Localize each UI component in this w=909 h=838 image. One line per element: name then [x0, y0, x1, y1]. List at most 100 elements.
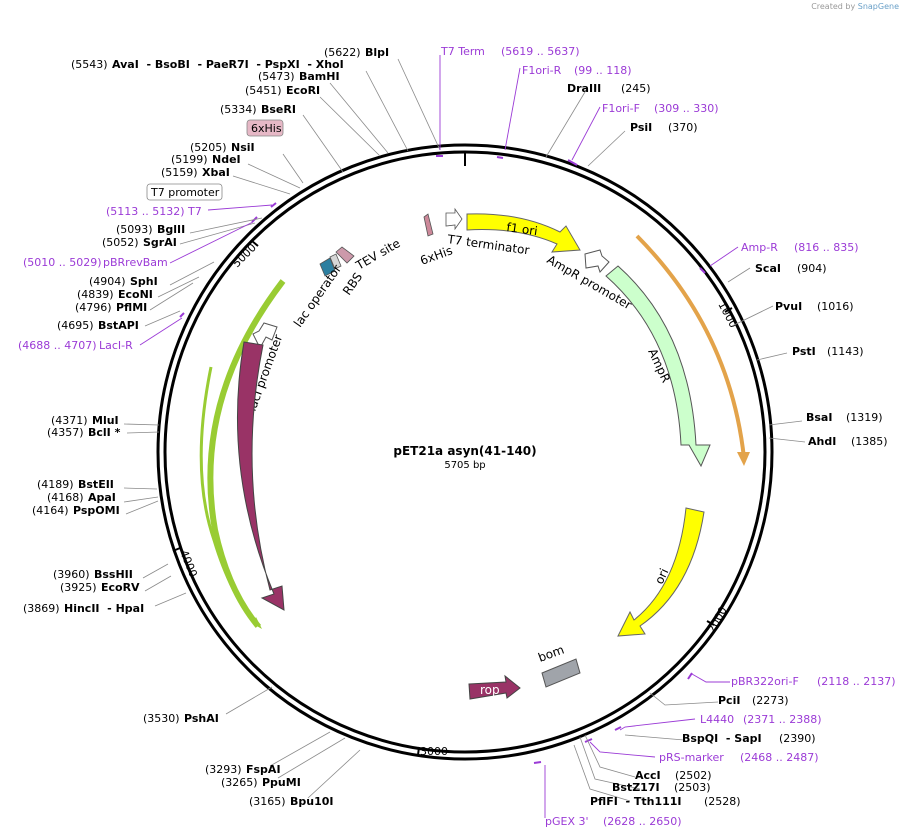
enzyme-pos-bstz17i: (2503): [674, 781, 711, 794]
enzyme-pos-ppumi: (3265): [221, 776, 258, 789]
rbs-box: [329, 253, 342, 270]
enzyme-pos-pflmi: (4796): [75, 301, 112, 314]
enzyme-pos-sapi: (2390): [779, 732, 816, 745]
primer-labels: T7 Term (5619 .. 5637) F1ori-R (99 .. 11…: [18, 45, 896, 828]
enzyme-name-hpai: HincII - HpaI: [64, 602, 144, 615]
enzyme-pos-blpi: (5622): [324, 46, 361, 59]
primer-range-l4440: (2371 .. 2388): [743, 713, 822, 726]
laci-promoter-arrow: [252, 322, 278, 350]
laci-inner-arc: [199, 366, 262, 628]
enzyme-name-bsteii: BstEII: [78, 478, 114, 491]
enzyme-name-bstz17i: BstZ17I: [612, 781, 660, 794]
amp-r-primer-arc-head: [737, 452, 750, 466]
rbs-label: RBS: [340, 270, 365, 298]
enzyme-name-acci: AccI: [635, 769, 661, 782]
enzyme-pos-apai: (4168): [47, 491, 84, 504]
primer-name-f1ori-r: F1ori-R: [522, 64, 562, 77]
primer-name-t7-term: T7 Term: [440, 45, 485, 58]
primer-name-pgex-3: pGEX 3': [545, 815, 589, 828]
enzyme-name-pcii: PciI: [718, 694, 740, 707]
enzyme-name-apai: ApaI: [88, 491, 116, 504]
enzyme-pos-bpu10i: (3165): [249, 795, 286, 808]
leader-lines: [123, 58, 806, 802]
plasmid-name: pET21a asyn(41-140): [393, 444, 536, 458]
primer-name-f1ori-f: F1ori-F: [602, 102, 640, 115]
enzyme-pos-xbai: (5159): [161, 166, 198, 179]
enzyme-name-xhoi: AvaI - BsoBI - PaeR7I - PspXI - XhoI: [112, 58, 344, 71]
tick-label-1000: 1000: [715, 299, 740, 330]
enzyme-name-nsii: NsiI: [231, 141, 255, 154]
boxed-labels: 6xHis T7 promoter: [146, 119, 284, 201]
enzyme-pos-psti: (1143): [827, 345, 864, 358]
enzyme-pos-bseri: (5334): [220, 103, 257, 116]
enzyme-labels-right: DraIII (245) PsiI (370) ScaI (904) PvuI …: [567, 82, 888, 808]
primer-range-laci-r: (4688 .. 4707): [18, 339, 97, 352]
enzyme-pos-hpai: (3869): [23, 602, 60, 615]
enzyme-name-bseri: BseRI: [261, 103, 296, 116]
primer-range-f1ori-f: (309 .. 330): [654, 102, 719, 115]
enzyme-name-xbai: XbaI: [202, 166, 230, 179]
enzyme-name-ecori: EcoRI: [286, 84, 320, 97]
enzyme-pos-tth111i: (2528): [704, 795, 741, 808]
ampr-arrow: [605, 265, 711, 468]
enzyme-pos-bsshii: (3960): [53, 568, 90, 581]
primer-name-prs-marker: pRS-marker: [659, 751, 724, 764]
laci-arrow: [236, 341, 285, 611]
enzyme-pos-econi: (4839): [77, 288, 114, 301]
t7-terminator-label: T7 terminator: [446, 232, 531, 258]
ori-arrow: [617, 507, 705, 637]
primer-name-amp-r: Amp-R: [741, 241, 778, 254]
enzyme-pos-pvui: (1016): [817, 300, 854, 313]
primer-range-amp-r: (816 .. 835): [794, 241, 859, 254]
enzyme-pos-bcli: (4357): [47, 426, 84, 439]
enzyme-labels-left: (5622) BlpI (5543) AvaI - BsoBI - PaeR7I…: [23, 46, 389, 808]
primer-name-laci-r: LacI-R: [99, 339, 133, 352]
primer-name-pbr322ori-f: pBR322ori-F: [731, 675, 799, 688]
enzyme-name-scai: ScaI: [755, 262, 781, 275]
enzyme-name-bsai: BsaI: [806, 411, 832, 424]
enzyme-pos-pcii: (2273): [752, 694, 789, 707]
backbone: [156, 143, 774, 761]
tick-label-3000: 3000: [420, 745, 448, 758]
enzyme-name-fspai: FspAI: [246, 763, 281, 776]
enzyme-name-ndei: NdeI: [212, 153, 241, 166]
enzyme-name-psii: PsiI: [630, 121, 652, 134]
enzyme-name-pspomi: PspOMI: [73, 504, 120, 517]
enzyme-pos-xhoi: (5543): [71, 58, 108, 71]
enzyme-pos-scai: (904): [797, 262, 827, 275]
primer-range-prs-marker: (2468 .. 2487): [740, 751, 819, 764]
t7-promoter-label: T7 promoter: [150, 186, 220, 199]
enzyme-pos-fspai: (3293): [205, 763, 242, 776]
enzyme-pos-sgrai: (5052): [102, 236, 139, 249]
primer-range-f1ori-r: (99 .. 118): [574, 64, 632, 77]
brand-watermark: Created by SnapGene: [811, 2, 899, 11]
primer-range-t7: (5113 .. 5132): [106, 205, 185, 218]
enzyme-name-ahdi: AhdI: [808, 435, 836, 448]
tev-site-label: TEV site: [353, 236, 403, 273]
his6-box: [423, 213, 434, 237]
primer-leaders: [139, 55, 739, 818]
t7-promoter-box: [146, 183, 223, 201]
enzyme-pos-nsii: (5205): [190, 141, 227, 154]
lac-operator-box: [319, 257, 336, 277]
his-tag-box: [246, 119, 284, 137]
enzyme-name-ppumi: PpuMI: [262, 776, 301, 789]
laci-label: lacI: [221, 465, 235, 486]
primer-name-l4440: L4440: [700, 713, 734, 726]
enzyme-pos-psii: (370): [668, 121, 698, 134]
enzyme-name-econi: EcoNI: [118, 288, 153, 301]
enzyme-name-sapi: BspQI - SapI: [682, 732, 762, 745]
f1-ori-arrow: [466, 213, 581, 253]
enzyme-name-bstapi: BstAPI: [98, 319, 139, 332]
lac-operator-label: lac operator: [291, 262, 344, 330]
f1-ori-label: f1 ori: [506, 220, 539, 238]
his-tag-label: 6xHis: [251, 122, 282, 135]
enzyme-name-pvui: PvuI: [775, 300, 802, 313]
enzyme-pos-bstapi: (4695): [57, 319, 94, 332]
enzyme-pos-bsteii: (4189): [37, 478, 74, 491]
enzyme-name-bsshii: BssHII: [94, 568, 133, 581]
plasmid-length: 5705 bp: [444, 460, 485, 471]
enzyme-pos-bglii: (5093): [116, 223, 153, 236]
snapgene-logo: SnapGene: [857, 2, 899, 11]
